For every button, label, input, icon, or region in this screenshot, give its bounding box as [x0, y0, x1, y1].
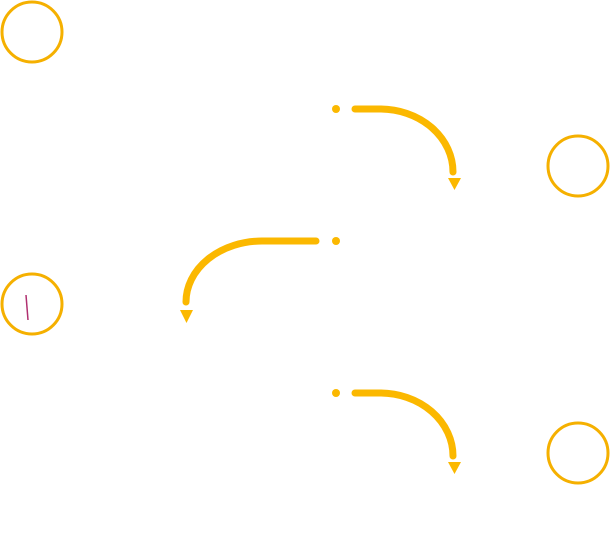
pen-mark [25, 294, 29, 321]
arrow-path [351, 105, 457, 176]
arrow-2 [180, 237, 340, 323]
node-circle [546, 134, 610, 198]
node-circle [0, 0, 64, 64]
arrowhead-icon [448, 178, 461, 190]
arrowhead-icon [448, 462, 461, 474]
node-right-upper [546, 134, 610, 198]
arrow-1 [332, 105, 461, 190]
arrow-path [351, 389, 457, 460]
arrow-start-dot [332, 105, 340, 113]
arrowhead-icon [180, 310, 193, 323]
arrow-3 [332, 389, 461, 474]
node-middle-left [0, 272, 64, 336]
arrow-path [182, 237, 320, 306]
node-top-left [0, 0, 64, 64]
arrow-start-dot [332, 237, 340, 245]
node-circle [0, 272, 64, 336]
node-right-lower [546, 421, 610, 485]
node-circle [546, 421, 610, 485]
arrow-start-dot [332, 389, 340, 397]
